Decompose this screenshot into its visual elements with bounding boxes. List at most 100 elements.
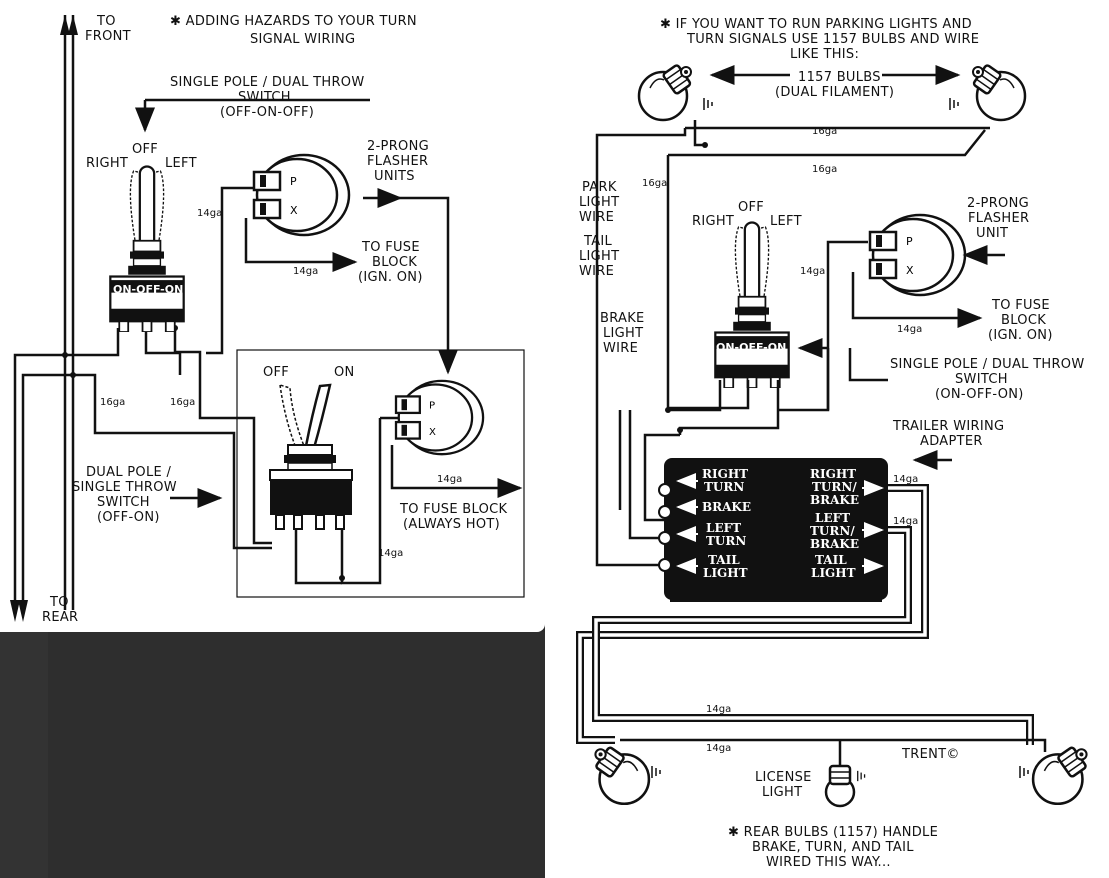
adapter-right-turn-1: RIGHT — [702, 467, 748, 481]
left-flasher-label-2: FLASHER — [367, 154, 428, 169]
left-flasher-unit-bottom — [394, 379, 485, 456]
adapter-out-right-1: RIGHT — [810, 467, 856, 481]
brake-wire-2: LIGHT — [603, 326, 643, 341]
adapter-tail-2: LIGHT — [703, 566, 748, 580]
right-flasher-unit — [868, 213, 967, 297]
empty-background-area — [48, 632, 545, 878]
gauge-label-16ga-a: 16ga — [100, 397, 125, 408]
dpst-on-label: ON — [334, 365, 355, 380]
right-switch-text: ON-OFF-ON — [716, 341, 786, 354]
bulbs-label-1: 1157 BULBS — [798, 70, 881, 85]
trailer-label-2: ADAPTER — [920, 434, 983, 449]
park-wire-1: PARK — [582, 180, 617, 195]
side-dock-strip — [0, 632, 48, 878]
license-light-bulb — [824, 764, 856, 808]
fuse-hot-label-1: TO FUSE BLOCK — [399, 502, 508, 517]
to-front-label-2: FRONT — [85, 29, 131, 44]
gauge-16ga-c: 16ga — [642, 178, 667, 189]
rear-left-bulb — [594, 745, 651, 806]
right-toggle-left: LEFT — [770, 214, 802, 229]
brake-wire-3: WIRE — [603, 341, 638, 356]
left-title-line-2: SIGNAL WIRING — [250, 32, 355, 47]
right-spdt-label-2: SWITCH — [955, 372, 1008, 387]
tail-wire-1: TAIL — [583, 234, 613, 249]
adapter-out-left-3: BRAKE — [810, 537, 859, 551]
gauge-16ga-b: 16ga — [812, 164, 837, 175]
gauge-label-14ga-d: 14ga — [378, 548, 403, 559]
ground-icon — [857, 770, 866, 782]
left-diagram-page — [0, 0, 545, 632]
rear-note-3: WIRED THIS WAY... — [766, 855, 891, 870]
adapter-tail-1: TAIL — [708, 553, 740, 567]
right-flasher-label-2: FLASHER — [968, 211, 1029, 226]
right-diagram-page — [545, 0, 1109, 878]
right-title-line-2: TURN SIGNALS USE 1157 BULBS AND WIRE — [686, 32, 979, 47]
right-title-line-1: ✱ IF YOU WANT TO RUN PARKING LIGHTS AND — [660, 17, 972, 32]
fuse-hot-label-2: (ALWAYS HOT) — [403, 517, 500, 532]
left-flasher-label-1: 2-PRONG — [367, 139, 429, 154]
right-toggle-right: RIGHT — [692, 214, 734, 229]
adapter-out-right-2: TURN/ — [812, 480, 857, 494]
rear-note-1: ✱ REAR BULBS (1157) HANDLE — [728, 825, 938, 840]
dpst-label-1: DUAL POLE / — [86, 465, 171, 480]
adapter-brake: BRAKE — [702, 500, 751, 514]
gauge-label-14ga-b: 14ga — [293, 266, 318, 277]
dpst-box — [236, 349, 525, 598]
right-spdt-label-1: SINGLE POLE / DUAL THROW — [890, 357, 1084, 372]
adapter-left-turn-1: LEFT — [706, 521, 741, 535]
gauge-14ga-r3: 14ga — [893, 474, 918, 485]
to-rear-label-2: REAR — [42, 610, 78, 625]
front-right-bulb — [971, 63, 1027, 122]
bulbs-label-2: (DUAL FILAMENT) — [775, 85, 894, 100]
left-fuse-ign-3: (IGN. ON) — [358, 270, 423, 285]
dpst-label-3: SWITCH — [97, 495, 150, 510]
ground-icon — [949, 97, 959, 111]
trent-copyright: TRENT© — [901, 747, 960, 762]
dpst-toggle-switch — [269, 383, 353, 530]
license-label-2: LIGHT — [762, 785, 802, 800]
right-spdt-label-3: (ON-OFF-ON) — [935, 387, 1024, 402]
right-trailer-diagram: ✱ IF YOU WANT TO RUN PARKING LIGHTS AND … — [576, 17, 1088, 870]
adapter-out-right-3: BRAKE — [810, 493, 859, 507]
adapter-left-turn-2: TURN — [706, 534, 746, 548]
to-front-arrows — [10, 15, 78, 622]
right-fuse-ign-1: TO FUSE — [991, 298, 1050, 313]
adapter-out-tail-1: TAIL — [815, 553, 847, 567]
license-label-1: LICENSE — [755, 770, 812, 785]
gauge-14ga-r6: 14ga — [706, 743, 731, 754]
left-spdt-label-3: (OFF-ON-OFF) — [220, 105, 314, 120]
right-flasher-label-3: UNIT — [976, 226, 1008, 241]
trailer-label-1: TRAILER WIRING — [892, 419, 1004, 434]
to-rear-label-1: TO — [49, 595, 69, 610]
gauge-label-14ga-c: 14ga — [437, 474, 462, 485]
right-fuse-ign-3: (IGN. ON) — [988, 328, 1053, 343]
right-fuse-ign-2: BLOCK — [1001, 313, 1046, 328]
right-toggle-off: OFF — [738, 200, 764, 215]
park-wire-2: LIGHT — [579, 195, 619, 210]
brake-wire-1: BRAKE — [600, 311, 645, 326]
left-flasher-unit-top — [252, 153, 351, 237]
ground-icon — [651, 765, 661, 779]
park-wire-3: WIRE — [579, 210, 614, 225]
ground-icon — [703, 97, 713, 111]
dpst-label-2: SINGLE THROW — [72, 480, 177, 495]
adapter-out-left-2: TURN/ — [810, 524, 855, 538]
right-spdt-toggle-switch — [714, 221, 790, 388]
dpst-off-label: OFF — [263, 365, 289, 380]
tail-wire-3: WIRE — [579, 264, 614, 279]
left-fuse-ign-1: TO FUSE — [361, 240, 420, 255]
adapter-right-turn-2: TURN — [704, 480, 744, 494]
gauge-label-16ga-b: 16ga — [170, 397, 195, 408]
adapter-out-tail-2: LIGHT — [811, 566, 856, 580]
gauge-14ga-r1: 14ga — [800, 266, 825, 277]
left-title-line-1: ✱ ADDING HAZARDS TO YOUR TURN — [170, 14, 417, 29]
dpst-label-4: (OFF-ON) — [97, 510, 160, 525]
left-toggle-right: RIGHT — [86, 156, 128, 171]
left-spdt-label-2: SWITCH — [238, 90, 291, 105]
gauge-14ga-r5: 14ga — [706, 704, 731, 715]
rear-right-bulb — [1031, 745, 1088, 806]
gauge-label-14ga-a: 14ga — [197, 208, 222, 219]
left-switch-text: ON-OFF-ON — [113, 283, 183, 296]
left-fuse-ign-2: BLOCK — [372, 255, 417, 270]
